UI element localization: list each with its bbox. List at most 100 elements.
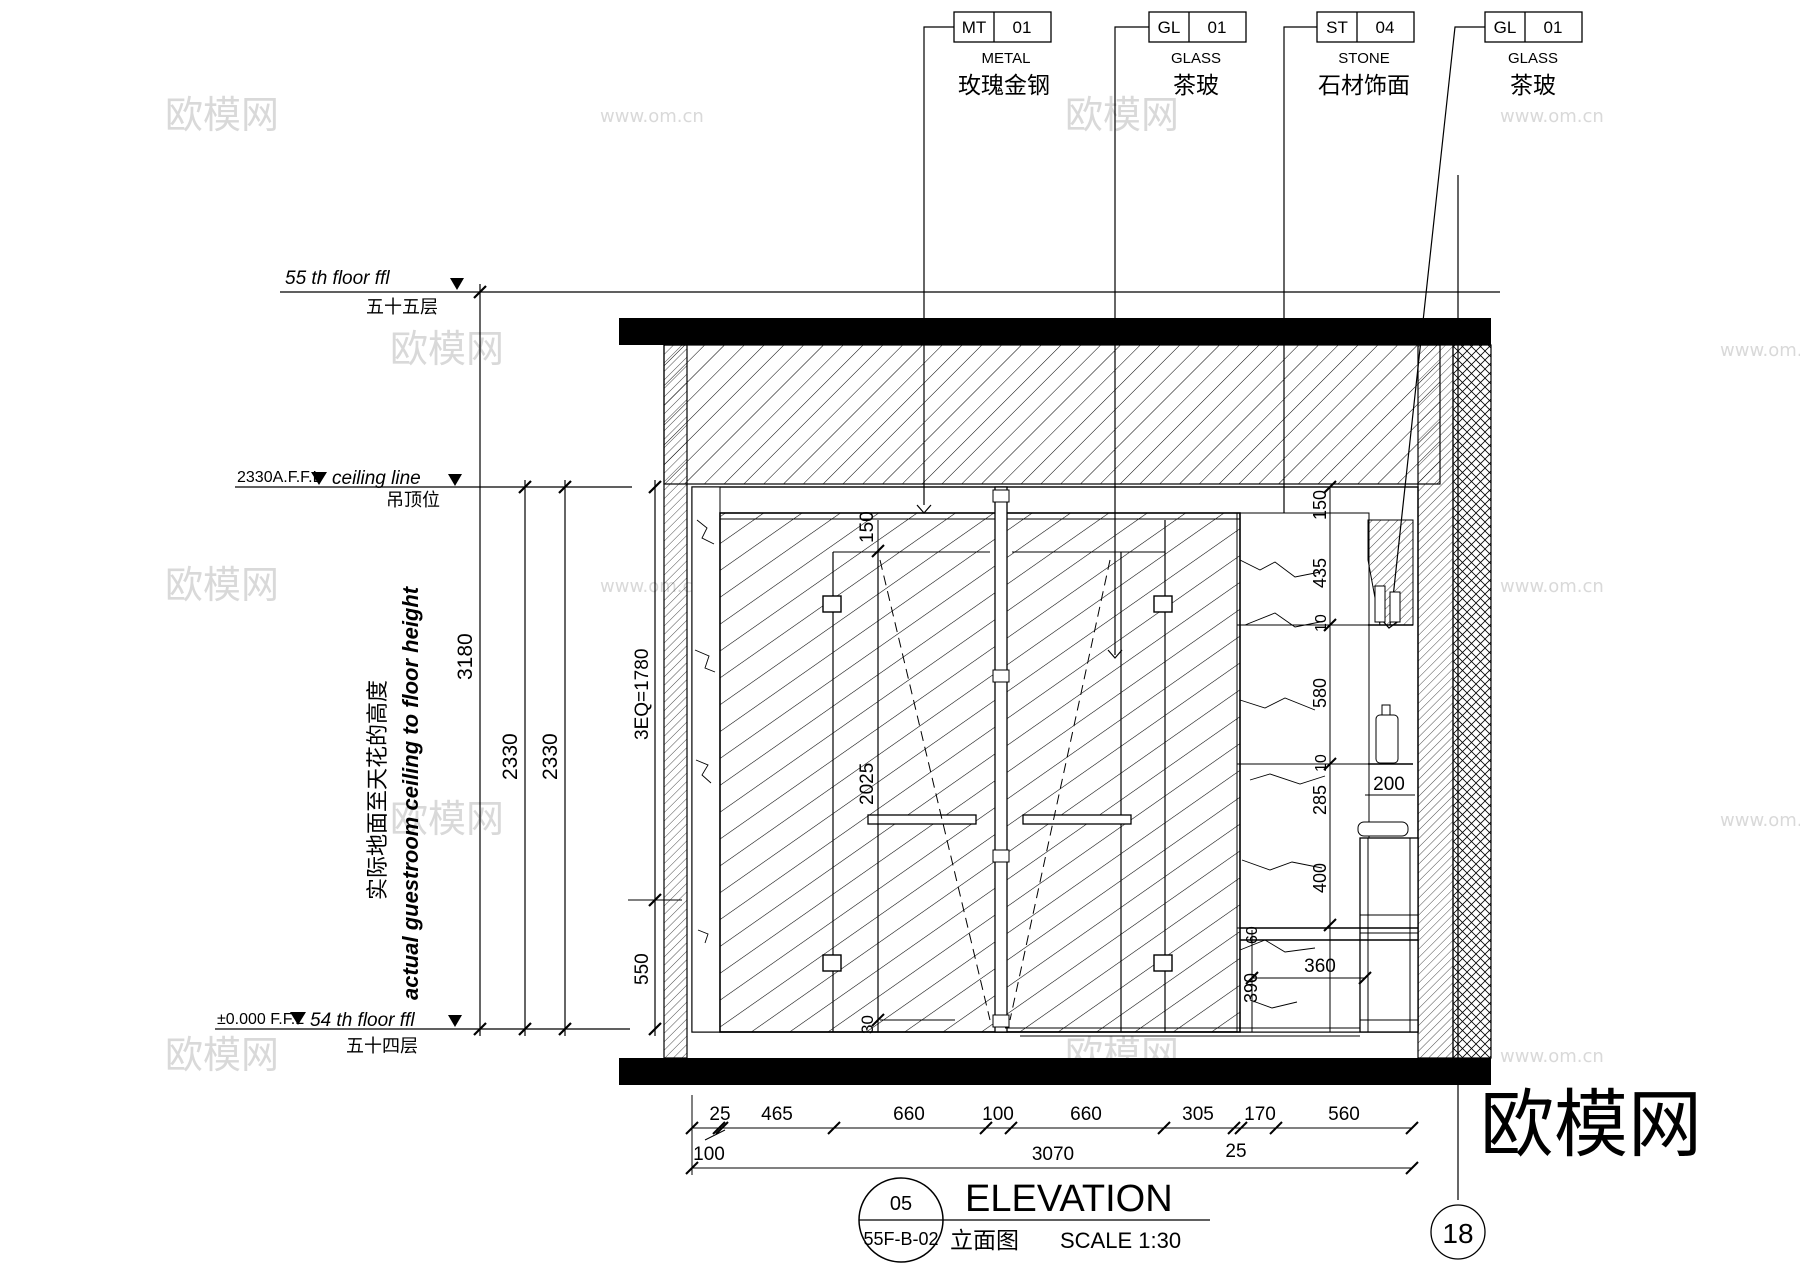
dim-shelf: 580 — [1310, 678, 1330, 708]
dim-width: 560 — [1328, 1104, 1360, 1125]
dim-bench-height: 390 — [1241, 973, 1261, 1003]
bottle-icon — [1389, 591, 1401, 623]
tag-number: 01 — [1544, 18, 1563, 37]
tag-code: GL — [1494, 18, 1517, 37]
level-ceiling-cn: 吊顶位 — [386, 490, 440, 511]
right-wall-inner — [1417, 344, 1454, 1059]
level-triangle-icon — [311, 472, 327, 485]
title-cn: 立面图 — [950, 1228, 1019, 1254]
watermark: 欧模网 — [1065, 93, 1179, 137]
glass-panel-frame — [719, 512, 1241, 1033]
ceiling-soffit — [663, 344, 1441, 485]
dim-bench-width: 360 — [1304, 956, 1336, 977]
glass-doors: 150 2025 30 — [719, 486, 1360, 1037]
door-handle — [1022, 814, 1132, 825]
stone-panels — [691, 486, 1370, 1033]
watermark: 欧模网 — [165, 1033, 279, 1077]
title-block: 05 55F-B-02 ELEVATION 立面图 SCALE 1:30 — [858, 1177, 1210, 1263]
side-note: 实际地面至天花的高度 actual guestroom ceiling to f… — [366, 585, 423, 1000]
title-text: ELEVATION — [965, 1178, 1173, 1220]
tag-material-cn: 茶玻 — [1510, 73, 1556, 99]
tag-material-en: STONE — [1338, 50, 1389, 67]
title-scale: SCALE 1:30 — [1060, 1228, 1181, 1253]
tag-number: 04 — [1376, 18, 1395, 37]
dim-width: 25 — [1225, 1141, 1246, 1162]
soap-bottle-icon — [1375, 714, 1399, 764]
dim-shelf: 435 — [1310, 558, 1330, 588]
dim-shelf: 10 — [1313, 614, 1330, 632]
level-triangle-icon — [448, 474, 462, 486]
level-triangle-icon — [448, 1015, 462, 1027]
dim-shelf: 285 — [1310, 785, 1330, 815]
dim-panel-height: 3EQ=1780 — [632, 649, 653, 740]
grid-marker: 18 — [1430, 1204, 1486, 1260]
dim-width: 25 — [709, 1104, 730, 1125]
watermarks: 欧模网 欧模网 欧模网 欧模网 欧模网 欧模网 欧模网 www.om.cn ww… — [165, 93, 1800, 1077]
tag-material-cn: 茶玻 — [1173, 73, 1219, 99]
structure — [619, 175, 1492, 1200]
dim-width: 465 — [761, 1104, 793, 1125]
watermark: 欧模网 — [390, 327, 504, 371]
hinge-icon — [1153, 954, 1173, 972]
dim-ceiling-height-a: 2330 — [499, 733, 522, 780]
dim-base-height: 550 — [632, 953, 653, 985]
dim-width: 305 — [1182, 1104, 1214, 1125]
level-triangle-icon — [290, 1012, 306, 1025]
door-divider-post — [994, 486, 1008, 1033]
ceiling-slab — [619, 318, 1491, 345]
tag-code: MT — [962, 18, 987, 37]
dim-door-bottom: 30 — [858, 1015, 877, 1034]
dim-width: 100 — [982, 1104, 1014, 1125]
bench: 60 390 360 — [1240, 821, 1419, 1033]
watermark: 欧模网 — [165, 93, 279, 137]
material-tag-mt01: MT 01 METAL 玫瑰金钢 — [916, 11, 1052, 514]
title-sheet: 55F-B-02 — [863, 1229, 938, 1249]
left-dimensions: 3180 2330 2330 3EQ=1780 550 — [454, 284, 682, 1036]
level-top-en: 55 th floor ffl — [285, 268, 390, 289]
level-ceiling-code: 2330A.F.F.L — [237, 469, 322, 486]
watermark-logo: 欧模网 — [1480, 1082, 1702, 1168]
tag-material-en: GLASS — [1508, 50, 1558, 67]
dim-shelf: 10 — [1313, 754, 1330, 772]
side-note-cn: 实际地面至天花的高度 — [366, 680, 391, 900]
level-floor-cn: 五十四层 — [346, 1036, 418, 1057]
watermark-url: www.om.cn — [1500, 576, 1604, 597]
left-wall — [663, 344, 688, 1059]
dim-width: 660 — [893, 1104, 925, 1125]
door-handle — [867, 814, 977, 825]
dim-niche-width: 200 — [1373, 774, 1405, 795]
watermark-url: www.om.cn — [1500, 1046, 1604, 1067]
level-markers: 55 th floor ffl 五十五层 2330A.F.F.L ceiling… — [215, 268, 1500, 1057]
material-tag-st04: ST 04 STONE 石材饰面 — [1276, 11, 1415, 659]
watermark: 欧模网 — [165, 563, 279, 607]
dim-shelf: 150 — [1310, 490, 1330, 520]
tag-number: 01 — [1208, 18, 1227, 37]
hinge-icon — [1153, 595, 1173, 613]
level-floor-code: ±0.000 F.F.L — [217, 1011, 304, 1028]
tick-marks — [685, 1121, 1419, 1175]
watermark-url: www.om.cn — [600, 106, 704, 127]
side-note-en: actual guestroom ceiling to floor height — [398, 585, 423, 1000]
watermark-url: www.om.cn — [1720, 340, 1800, 361]
dim-width: 170 — [1244, 1104, 1276, 1125]
tag-code: ST — [1326, 18, 1348, 37]
watermark: 欧模网 — [390, 797, 504, 841]
tag-material-cn: 石材饰面 — [1318, 73, 1410, 99]
tag-material-en: GLASS — [1171, 50, 1221, 67]
bench-cabinet — [1359, 837, 1419, 1033]
dim-width: 3070 — [1032, 1144, 1074, 1165]
watermark-url: www.om.cn — [600, 576, 704, 597]
bottom-dimensions: 25 465 660 100 660 305 170 560 100 3070 … — [685, 1095, 1419, 1175]
dim-width: 660 — [1070, 1104, 1102, 1125]
floor-slab — [619, 1058, 1491, 1085]
level-floor-en: 54 th floor ffl — [310, 1010, 415, 1031]
title-number: 05 — [890, 1193, 912, 1215]
tag-material-cn: 玫瑰金钢 — [958, 73, 1050, 99]
watermark-url: www.om.cn — [1500, 106, 1604, 127]
dim-width: 100 — [693, 1144, 725, 1165]
hinge-icon — [822, 954, 842, 972]
dim-total-height: 3180 — [454, 633, 477, 680]
right-wall-outer — [1452, 344, 1492, 1059]
tag-material-en: METAL — [982, 50, 1031, 67]
